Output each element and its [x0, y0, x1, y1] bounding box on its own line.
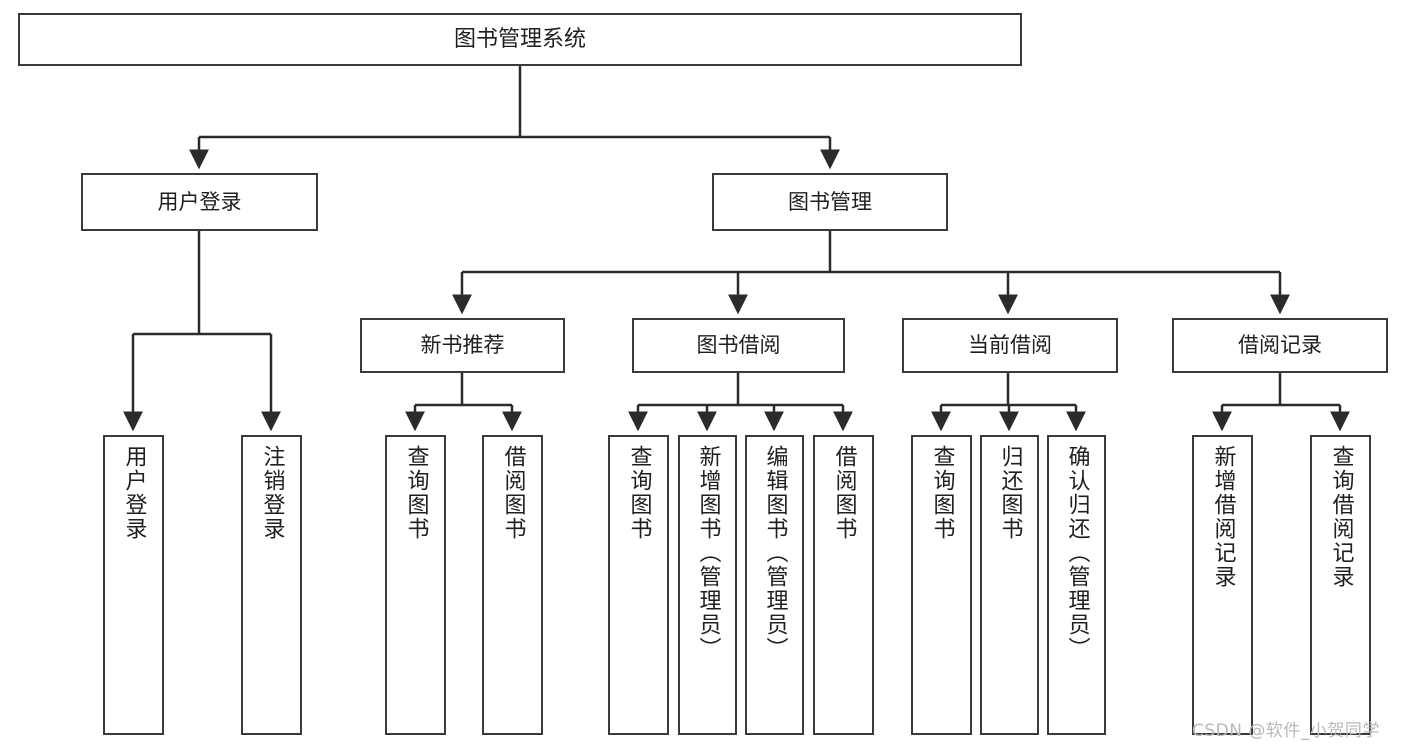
leaf-add-borrow-record[interactable]: 新增借阅记录	[1192, 435, 1253, 735]
node-label: 新书推荐	[420, 333, 505, 358]
leaf-logout[interactable]: 注销登录	[241, 435, 302, 735]
node-label: 用户登录	[121, 445, 147, 541]
node-label: 归还图书	[997, 445, 1023, 541]
watermark-text: CSDN @软件_小贺同学	[1192, 721, 1380, 741]
node-label: 确认归还（管理员）	[1064, 445, 1090, 661]
node-root-book-management-system[interactable]: 图书管理系统	[18, 13, 1022, 66]
leaf-confirm-return-admin[interactable]: 确认归还（管理员）	[1047, 435, 1106, 735]
node-label: 借阅记录	[1238, 333, 1322, 358]
node-label: 注销登录	[259, 445, 285, 541]
leaf-user-login[interactable]: 用户登录	[103, 435, 164, 735]
node-label: 借阅图书	[500, 445, 526, 541]
leaf-query-borrow-record[interactable]: 查询借阅记录	[1310, 435, 1371, 735]
node-user-login[interactable]: 用户登录	[81, 173, 318, 231]
node-book-management[interactable]: 图书管理	[712, 173, 948, 231]
node-label: 图书管理	[788, 189, 872, 214]
node-label: 查询图书	[403, 445, 429, 541]
leaf-add-book-admin[interactable]: 新增图书（管理员）	[678, 435, 737, 735]
node-label: 图书管理系统	[453, 26, 586, 52]
leaf-borrow-book[interactable]: 借阅图书	[813, 435, 874, 735]
leaf-query-book-current[interactable]: 查询图书	[911, 435, 972, 735]
node-label: 新增借阅记录	[1210, 445, 1236, 589]
node-current-borrow[interactable]: 当前借阅	[902, 318, 1118, 373]
node-label: 新增图书（管理员）	[695, 445, 721, 661]
node-label: 图书借阅	[696, 333, 781, 358]
node-label: 当前借阅	[968, 333, 1052, 358]
node-label: 编辑图书（管理员）	[762, 445, 788, 661]
leaf-edit-book-admin[interactable]: 编辑图书（管理员）	[745, 435, 804, 735]
leaf-borrow-book-recommend[interactable]: 借阅图书	[482, 435, 543, 735]
node-label: 用户登录	[157, 189, 242, 214]
node-label: 查询图书	[929, 445, 955, 541]
leaf-query-book-recommend[interactable]: 查询图书	[385, 435, 446, 735]
node-book-borrow[interactable]: 图书借阅	[632, 318, 845, 373]
node-label: 借阅图书	[831, 445, 857, 541]
leaf-return-book[interactable]: 归还图书	[980, 435, 1039, 735]
node-new-book-recommend[interactable]: 新书推荐	[360, 318, 565, 373]
node-borrow-record[interactable]: 借阅记录	[1172, 318, 1388, 373]
node-label: 查询图书	[626, 445, 652, 541]
leaf-query-book-borrow[interactable]: 查询图书	[608, 435, 669, 735]
node-label: 查询借阅记录	[1328, 445, 1354, 589]
